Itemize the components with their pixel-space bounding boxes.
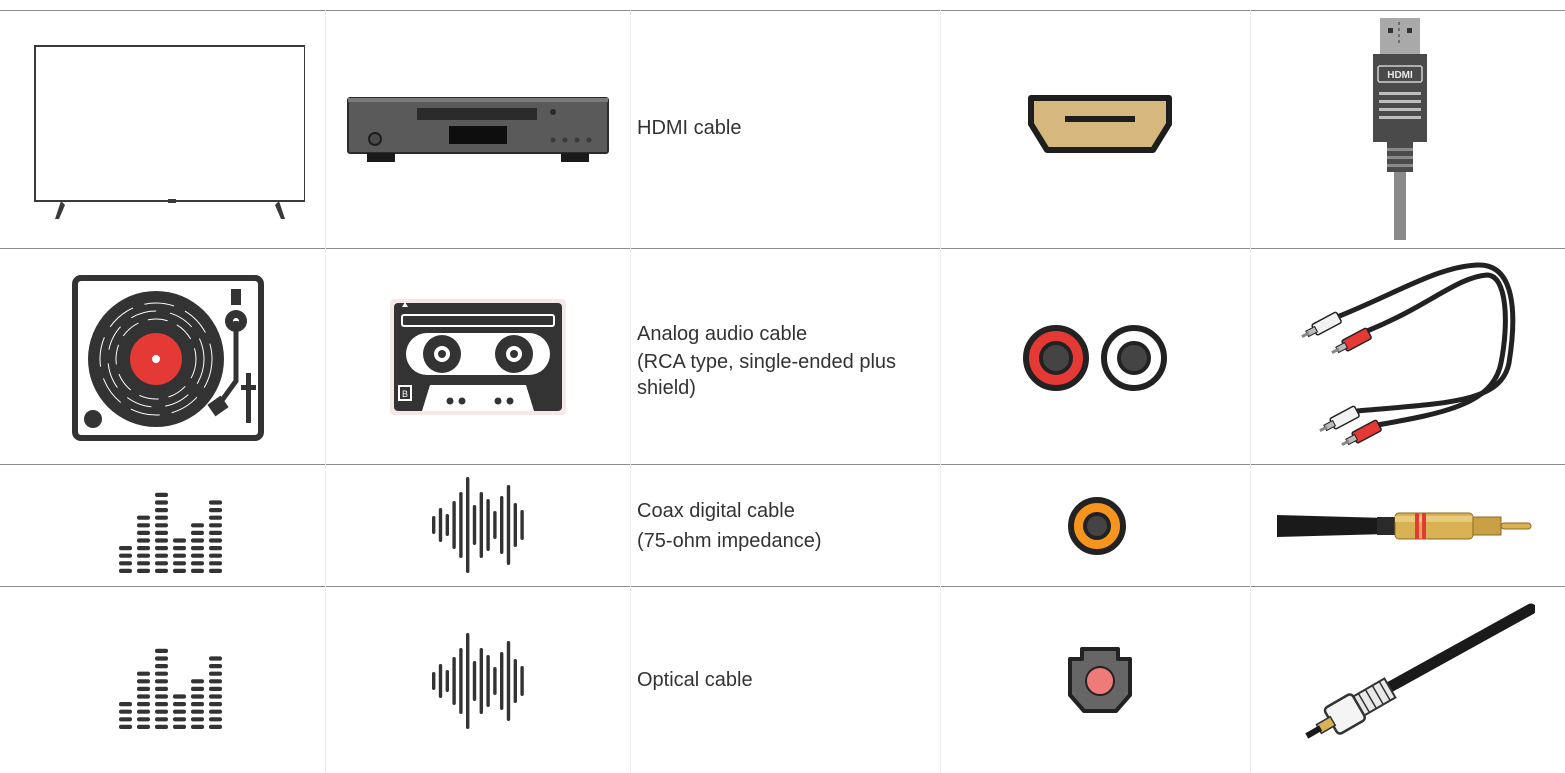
turntable-icon <box>65 270 270 445</box>
coax-plug-icon <box>1276 500 1536 552</box>
svg-text:HDMI: HDMI <box>1387 70 1413 81</box>
cassette-icon: B <box>385 296 570 418</box>
coax-port-icon <box>1065 494 1129 558</box>
row-divider <box>0 586 1565 587</box>
cable-label: HDMI cable <box>637 98 937 158</box>
rca-ports-icon <box>1020 322 1170 394</box>
cable-label: Optical cable <box>637 650 937 710</box>
row-divider <box>0 10 1565 11</box>
sound-wave-icon <box>425 474 530 576</box>
column-divider <box>630 10 631 773</box>
media-player-icon <box>340 90 615 170</box>
cable-name: Coax digital cable <box>637 500 795 522</box>
optical-port-icon <box>1058 644 1142 716</box>
cable-label: Analog audio cable (RCA type, single-end… <box>637 310 937 410</box>
row-divider <box>0 464 1565 465</box>
level-meter-icon <box>110 470 225 580</box>
column-divider <box>325 10 326 773</box>
column-divider <box>940 10 941 773</box>
cable-spec: (RCA type, single-ended plus shield) <box>637 351 897 399</box>
cable-name: Analog audio cable <box>637 323 808 345</box>
rca-cable-icon <box>1295 252 1520 462</box>
tv-icon <box>20 38 310 223</box>
level-meter-icon <box>110 626 225 736</box>
svg-text:B: B <box>401 389 407 399</box>
cable-name: HDMI cable <box>637 117 742 139</box>
row-divider <box>0 248 1565 249</box>
sound-wave-icon <box>425 630 530 732</box>
hdmi-plug-icon: HDMI <box>1360 15 1440 243</box>
cable-name: Optical cable <box>637 669 753 691</box>
hdmi-port-icon <box>1020 90 1180 160</box>
cable-label: Coax digital cable (75-ohm impedance) <box>637 494 937 558</box>
cable-spec: (75-ohm impedance) <box>637 530 822 552</box>
optical-plug-icon <box>1286 602 1536 768</box>
column-divider <box>1250 10 1251 773</box>
